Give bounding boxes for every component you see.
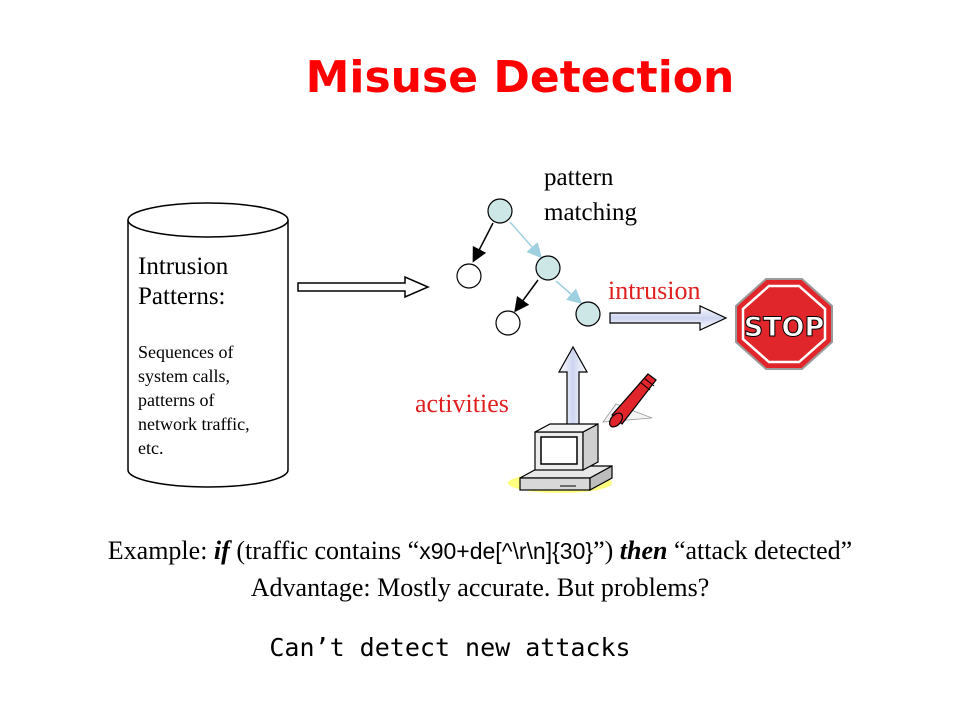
tree-edges bbox=[472, 221, 583, 313]
tree-node-lower-left bbox=[495, 310, 521, 336]
database-body-line: etc. bbox=[138, 438, 164, 458]
advantage-line: Advantage: Mostly accurate. But problems… bbox=[250, 573, 710, 602]
database-body-line: patterns of bbox=[138, 390, 215, 410]
activities-arrow bbox=[557, 345, 589, 431]
database-title-line-2: Patterns: bbox=[138, 283, 226, 310]
activities-label: activities bbox=[415, 389, 509, 418]
input-arrow bbox=[297, 275, 430, 299]
tree-node-mid bbox=[535, 255, 561, 281]
example-if-keyword: if bbox=[213, 536, 230, 565]
example-result: “attack detected” bbox=[667, 536, 853, 565]
slide-title: Misuse Detection bbox=[305, 52, 735, 103]
intrusion-label: intrusion bbox=[608, 276, 701, 305]
tree-node-root bbox=[487, 198, 513, 224]
example-pattern: x90+de[^\r\n]{30} bbox=[419, 538, 594, 564]
database-body: Sequences of system calls, patterns of n… bbox=[138, 340, 250, 460]
tree-node-left bbox=[456, 263, 482, 289]
pattern-label-line-2: matching bbox=[544, 199, 638, 226]
example-close: ”) bbox=[593, 536, 620, 565]
database-body-line: system calls, bbox=[138, 366, 230, 386]
database-title: Intrusion Patterns: bbox=[138, 252, 228, 312]
example-mid: (traffic contains “ bbox=[229, 536, 420, 565]
example-line: Example: if (traffic contains “x90+de[^\… bbox=[0, 536, 960, 566]
pattern-label-line-1: pattern bbox=[544, 164, 614, 191]
database-body-line: Sequences of bbox=[138, 342, 234, 362]
example-prefix: Example: bbox=[107, 536, 214, 565]
pattern-matching-label: pattern matching bbox=[544, 160, 637, 230]
tree-node-match bbox=[575, 301, 601, 327]
database-title-line-1: Intrusion bbox=[138, 253, 229, 280]
stop-sign-text: STOP bbox=[744, 312, 825, 343]
computer-icon bbox=[508, 423, 613, 493]
flashlight-icon bbox=[602, 373, 657, 428]
stop-sign-icon: STOP bbox=[735, 278, 833, 370]
database-cylinder bbox=[127, 202, 289, 488]
example-then-keyword: then bbox=[619, 536, 668, 565]
intrusion-arrow bbox=[609, 305, 728, 331]
database-body-line: network traffic, bbox=[138, 414, 250, 434]
answer-line: Can’t detect new attacks bbox=[269, 633, 631, 662]
